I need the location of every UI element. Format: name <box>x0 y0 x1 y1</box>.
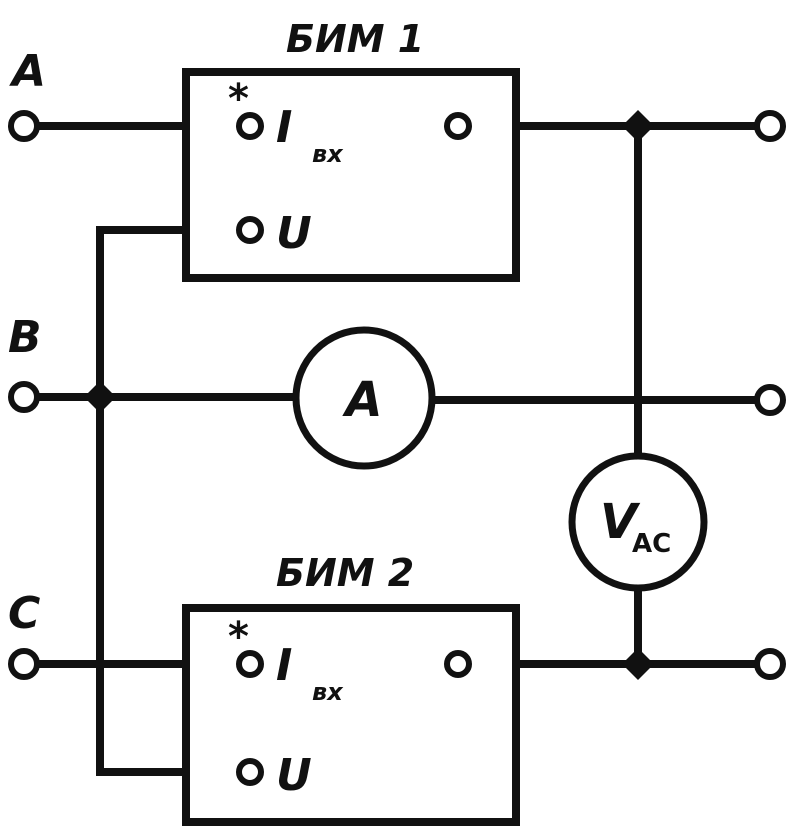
bim1-current-subscript: вх <box>312 140 344 168</box>
voltmeter-circle <box>568 452 708 592</box>
junction-b <box>84 381 116 413</box>
bim2-voltage-terminal <box>236 758 264 786</box>
voltmeter-label: V <box>600 494 641 550</box>
bim2-block: БИМ 2 * I вх U <box>182 551 520 826</box>
ammeter-circle <box>292 326 436 470</box>
junction-top-right <box>622 110 654 142</box>
bim1-voltage-label: U <box>276 208 312 259</box>
wire-u-bus <box>96 226 244 776</box>
voltmeter: V AC <box>568 452 708 592</box>
bim1-block: БИМ 1 * I вх U <box>182 17 520 282</box>
ammeter-label: A <box>341 372 382 428</box>
input-terminals: A B C <box>8 46 46 680</box>
bim2-title: БИМ 2 <box>276 551 414 595</box>
junction-bottom-right <box>622 648 654 680</box>
bim2-current-label: I <box>276 640 292 691</box>
bim2-current-terminal <box>236 650 264 678</box>
junctions <box>84 110 654 680</box>
terminal-a <box>8 110 40 142</box>
bim1-polarity-mark: * <box>228 76 249 122</box>
ammeter: A <box>292 326 436 470</box>
bim1-rect <box>182 68 520 282</box>
output-terminals <box>754 110 786 680</box>
bim1-current-terminal <box>236 112 264 140</box>
bim2-rect <box>182 604 520 826</box>
output-terminal-bottom <box>754 648 786 680</box>
bim2-current-subscript: вх <box>312 678 344 706</box>
label-b: B <box>8 312 42 363</box>
bim1-title: БИМ 1 <box>286 17 424 61</box>
bim1-voltage-terminal <box>236 216 264 244</box>
output-terminal-top <box>754 110 786 142</box>
label-a: A <box>9 46 46 97</box>
bim2-output-terminal <box>444 650 472 678</box>
output-terminal-middle <box>754 384 786 416</box>
bim2-voltage-label: U <box>276 750 312 801</box>
terminal-c <box>8 648 40 680</box>
voltmeter-subscript: AC <box>632 529 671 559</box>
bim2-polarity-mark: * <box>228 614 249 660</box>
terminal-b <box>8 381 40 413</box>
bim1-output-terminal <box>444 112 472 140</box>
bim1-current-label: I <box>276 102 292 153</box>
label-c: C <box>8 588 40 639</box>
